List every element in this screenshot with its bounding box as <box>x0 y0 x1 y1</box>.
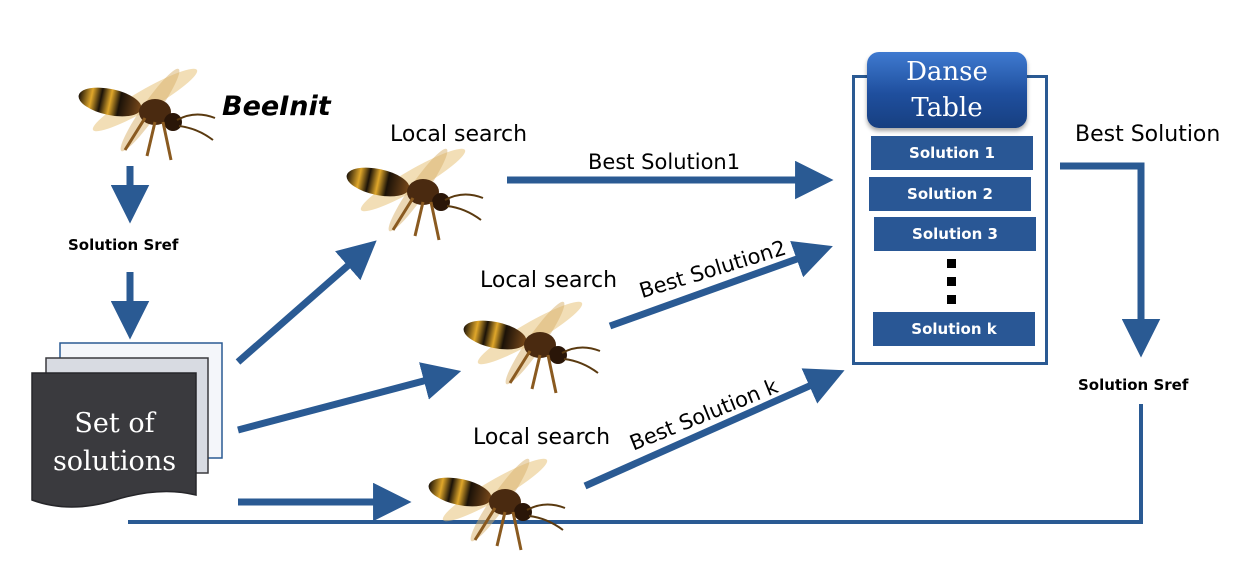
table-row: Solution 2 <box>869 177 1031 211</box>
local-search-label-1: Local search <box>390 122 528 147</box>
arrow-set-to-bee2 <box>237 362 462 434</box>
bee-icon <box>78 68 216 161</box>
set-of-solutions-label: Set of solutions <box>32 405 197 481</box>
table-row: Solution 1 <box>871 136 1033 170</box>
ellipsis-dot <box>947 259 956 268</box>
arrow-best-solution-2 <box>608 240 833 330</box>
solution-sref-label: Solution Sref <box>68 236 179 254</box>
arrow-set-to-bee1 <box>235 240 377 365</box>
ellipsis-dot <box>947 277 956 286</box>
danse-table-title-line-2: Table <box>911 93 983 123</box>
arrow-best-solution-k <box>583 368 845 490</box>
feedback-line <box>128 404 1143 524</box>
bee-icon <box>463 301 601 394</box>
danse-table-title: Danse Table <box>867 52 1027 128</box>
local-search-label-2: Local search <box>480 268 618 293</box>
best-solution-out-label: Best Solution <box>1075 122 1221 147</box>
bee-icon <box>346 148 484 241</box>
table-row: Solution k <box>873 312 1035 346</box>
local-search-label-3: Local search <box>473 425 611 450</box>
ellipsis-dot <box>947 295 956 304</box>
set-of-solutions-line-1: Set of <box>74 408 155 439</box>
beeinit-label: BeeInit <box>222 91 331 122</box>
table-row: Solution 3 <box>874 217 1036 251</box>
best-solution-1-label: Best Solution1 <box>588 150 741 174</box>
set-of-solutions-stack <box>31 342 223 508</box>
arrow-best-solution-out <box>1060 162 1161 358</box>
set-of-solutions-line-2: solutions <box>52 446 177 477</box>
solution-sref-right-label: Solution Sref <box>1078 376 1189 394</box>
danse-table-title-line-1: Danse <box>906 57 988 87</box>
bee-icon <box>428 458 566 551</box>
